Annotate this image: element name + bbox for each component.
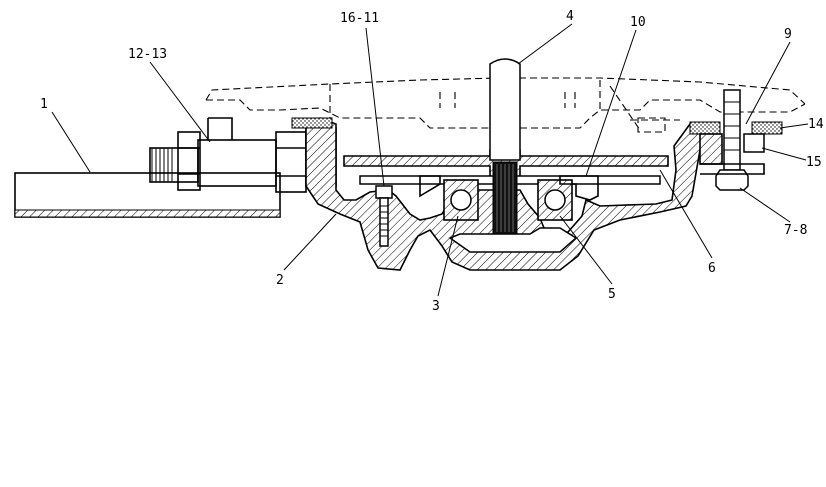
leader-lines [51, 23, 809, 297]
label-7-8: 7-8 [784, 223, 807, 238]
label-2: 2 [276, 273, 284, 288]
label-3: 3 [432, 299, 440, 314]
part-4-shaft [489, 58, 521, 235]
part-5-bearing [537, 179, 573, 221]
label-6: 6 [708, 261, 716, 276]
label-16-11: 16-11 [340, 11, 379, 26]
part-15-clamp [699, 133, 765, 175]
part-labels: 1 12-13 16-11 4 10 9 14 15 7-8 6 5 3 2 [40, 9, 824, 314]
label-4: 4 [566, 9, 574, 24]
label-5: 5 [608, 287, 616, 302]
label-12-13: 12-13 [128, 47, 167, 62]
label-10: 10 [630, 15, 646, 30]
part-9-bolt [715, 89, 749, 191]
label-1: 1 [40, 97, 48, 112]
label-14: 14 [808, 117, 824, 132]
part-14-seal [291, 117, 783, 135]
part-1-plate [14, 172, 281, 218]
part-3-bearing [443, 179, 479, 221]
label-9: 9 [784, 27, 792, 42]
label-15: 15 [806, 155, 822, 170]
part-10-retainer [419, 175, 599, 201]
